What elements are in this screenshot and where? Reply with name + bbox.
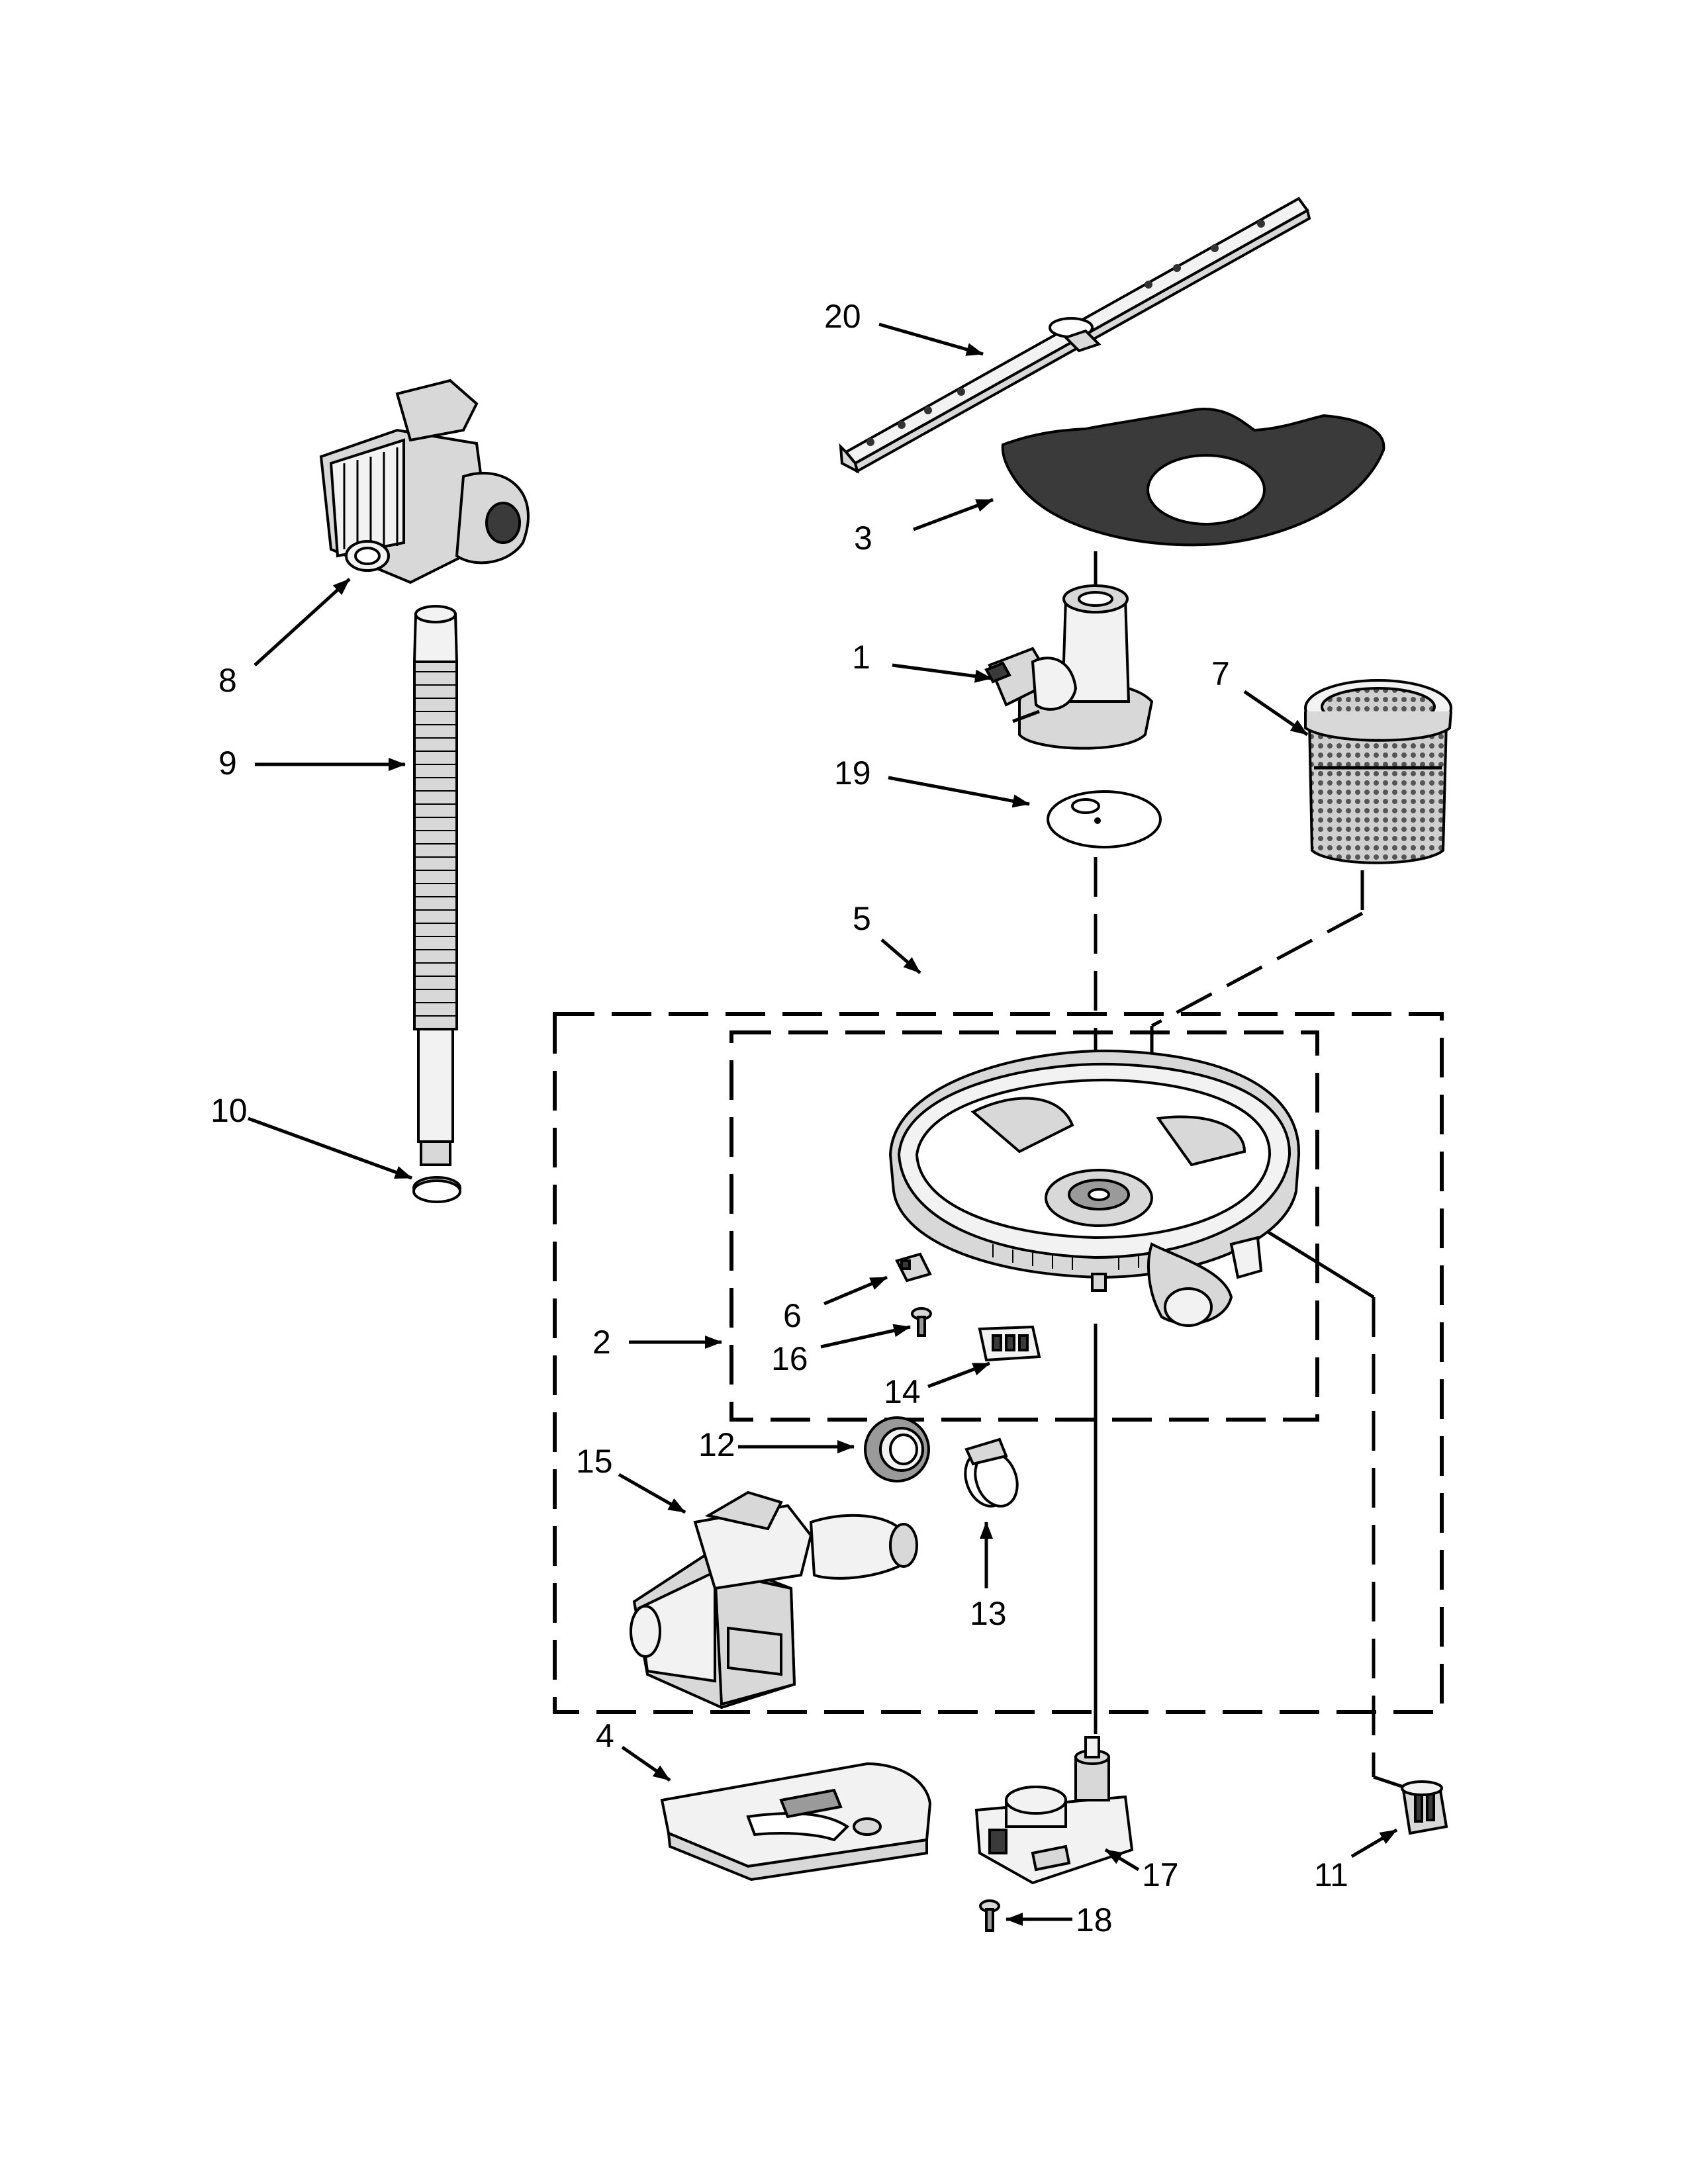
gasket-part — [1047, 790, 1162, 848]
callout-20: 20 — [824, 298, 861, 335]
sump-base-part — [888, 1049, 1301, 1327]
callout-labels: 20 3 1 7 19 5 8 9 10 6 2 16 14 12 15 13 … — [211, 298, 1348, 1938]
callout-17: 17 — [1142, 1856, 1179, 1893]
callout-7: 7 — [1211, 655, 1230, 692]
thermistor-part — [1401, 1780, 1448, 1835]
callout-9: 9 — [218, 745, 237, 782]
callout-6: 6 — [783, 1297, 802, 1334]
filter-part — [1304, 679, 1452, 864]
callout-5: 5 — [853, 900, 871, 937]
assembly-5-dashed-box — [553, 1012, 1444, 1714]
diverter-motor-part — [974, 1736, 1134, 1885]
callout-11: 11 — [1314, 1856, 1348, 1893]
diverter-housing-part — [984, 584, 1154, 750]
callout-19: 19 — [834, 754, 871, 792]
leader-lines — [248, 322, 1398, 1926]
callout-4: 4 — [596, 1717, 614, 1754]
screw-16-part — [911, 1307, 932, 1337]
seal-part — [864, 1416, 930, 1482]
callout-8: 8 — [218, 662, 237, 699]
callout-1: 1 — [852, 639, 870, 676]
callout-13: 13 — [970, 1595, 1007, 1632]
hose-clamp-part — [412, 1176, 461, 1203]
callout-2: 2 — [592, 1324, 611, 1361]
sensor-clip-part — [895, 1252, 932, 1283]
spray-arm-part — [839, 197, 1311, 474]
cover-part — [660, 1762, 932, 1882]
callout-12: 12 — [698, 1426, 735, 1463]
callout-16: 16 — [771, 1340, 808, 1377]
callout-18: 18 — [1076, 1901, 1113, 1938]
assembly-2-dashed-box — [729, 1030, 1319, 1422]
callout-15: 15 — [576, 1443, 613, 1480]
clamp-13-part — [964, 1437, 1019, 1508]
drain-hose-part — [412, 605, 459, 1166]
circulation-pump-part — [630, 1490, 918, 1709]
connector-part — [978, 1325, 1041, 1362]
callout-3: 3 — [854, 520, 872, 557]
drain-pump-part — [319, 379, 530, 584]
callout-10: 10 — [211, 1092, 248, 1129]
callout-14: 14 — [884, 1373, 921, 1410]
screw-18-part — [979, 1899, 1000, 1932]
shield-part — [1001, 408, 1385, 547]
